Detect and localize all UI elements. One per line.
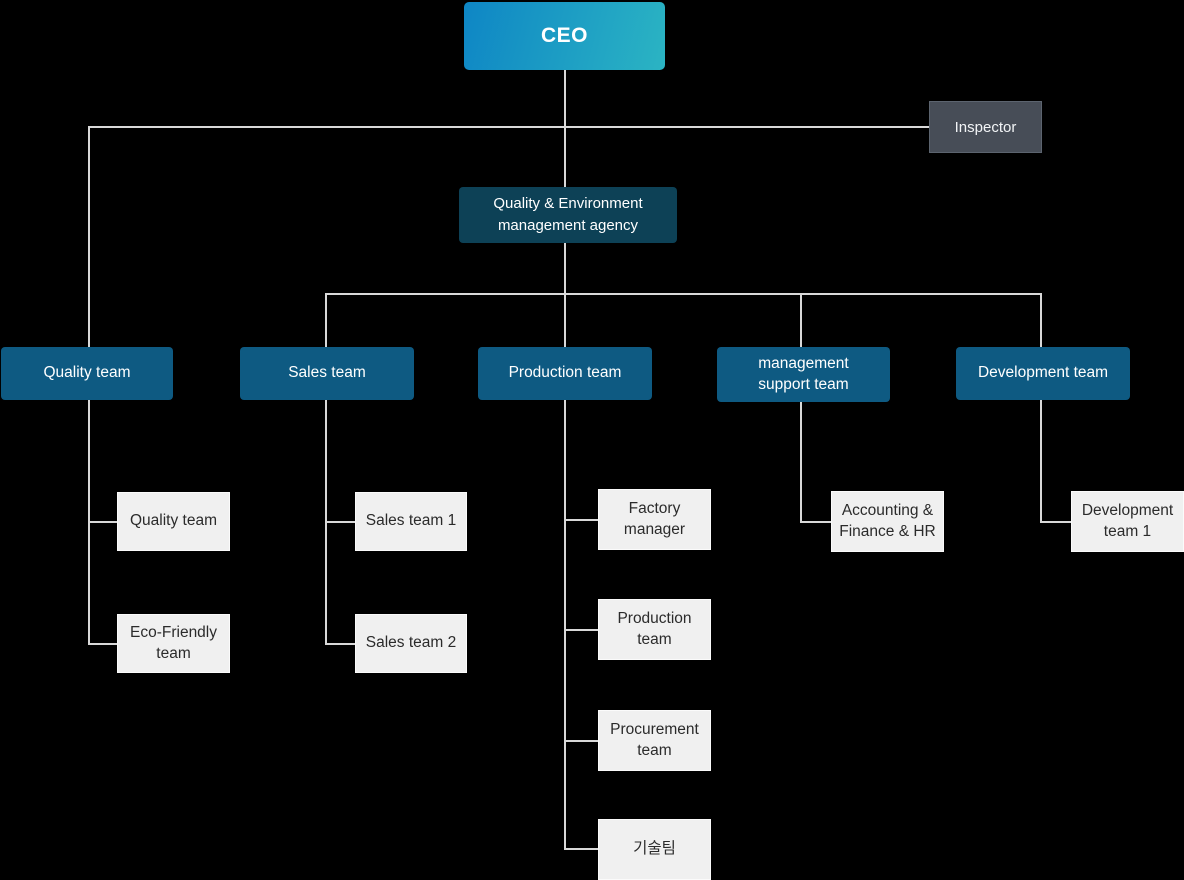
node-leaf-development-team-1: Development team 1	[1071, 491, 1184, 552]
connector-production-sub-stub-3	[564, 740, 598, 742]
node-leaf-quality-team: Quality team	[117, 492, 230, 551]
connector-sales-sub-stub-1	[325, 521, 355, 523]
connector-mgmt-subtree-vertical	[800, 400, 802, 523]
node-leaf-eco-friendly-team: Eco-Friendly team	[117, 614, 230, 673]
connector-production-sub-stub-4	[564, 848, 598, 850]
connector-top-horizontal	[88, 126, 929, 128]
node-leaf-production-team: Production team	[598, 599, 711, 660]
node-team-production: Production team	[478, 347, 652, 400]
connector-production-sub-stub-2	[564, 629, 598, 631]
connector-mgmt-top-drop	[800, 293, 802, 347]
connector-dev-subtree-vertical	[1040, 400, 1042, 523]
node-leaf-sales-team-1: Sales team 1	[355, 492, 467, 551]
node-team-sales: Sales team	[240, 347, 414, 400]
node-leaf-sales-team-2: Sales team 2	[355, 614, 467, 673]
connector-dev-top-drop	[1040, 293, 1042, 347]
connector-sales-top-drop	[325, 293, 327, 347]
connector-mid-horizontal	[325, 293, 1042, 295]
node-leaf-accounting-finance-hr: Accounting & Finance & HR	[831, 491, 944, 552]
connector-sales-sub-stub-2	[325, 643, 355, 645]
connector-production-subtree-vertical	[564, 400, 566, 850]
node-inspector: Inspector	[929, 101, 1042, 153]
node-team-management-support: management support team	[717, 347, 890, 402]
node-quality-environment-agency: Quality & Environment management agency	[459, 187, 677, 243]
node-ceo: CEO	[464, 2, 665, 70]
connector-mgmt-sub-stub-1	[800, 521, 831, 523]
connector-ceo-vertical	[564, 70, 566, 187]
connector-quality-sub-stub-1	[88, 521, 117, 523]
connector-quality-top-drop	[88, 126, 90, 347]
node-team-quality: Quality team	[1, 347, 173, 400]
connector-dev-sub-stub-1	[1040, 521, 1071, 523]
node-team-development: Development team	[956, 347, 1130, 400]
node-leaf-procurement-team: Procurement team	[598, 710, 711, 771]
node-leaf-technical-team: 기술팀	[598, 819, 711, 880]
node-leaf-factory-manager: Factory manager	[598, 489, 711, 550]
connector-production-sub-stub-1	[564, 519, 598, 521]
connector-quality-sub-stub-2	[88, 643, 117, 645]
connector-agency-vertical	[564, 243, 566, 347]
